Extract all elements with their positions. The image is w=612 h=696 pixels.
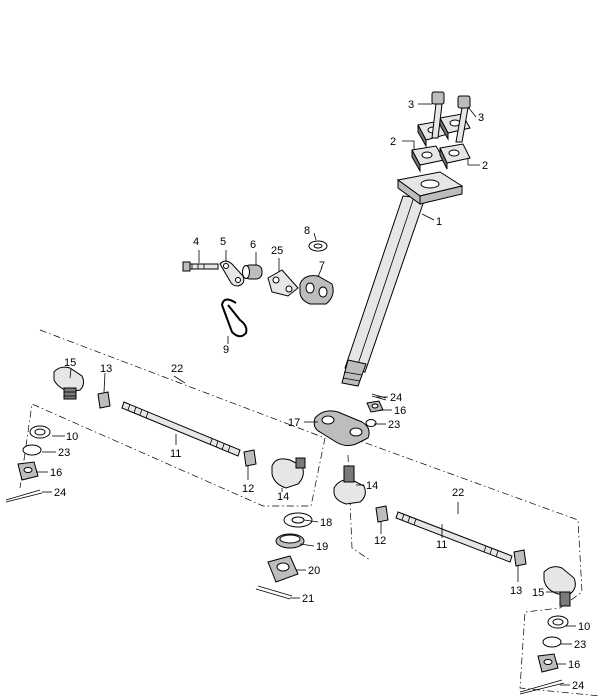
callout-14: 14 (277, 491, 289, 503)
callout-6: 6 (250, 239, 256, 251)
callout-20: 20 (308, 565, 320, 577)
callout-23: 23 (58, 447, 70, 459)
clamp-block-parts (411, 113, 471, 173)
callout-22: 22 (452, 487, 464, 499)
callout-3: 3 (478, 112, 484, 124)
callout-25: 25 (271, 245, 283, 257)
callout-24: 24 (390, 392, 402, 404)
callout-19: 19 (316, 541, 328, 553)
callout-14: 14 (366, 480, 378, 492)
callout-3: 3 (408, 99, 414, 111)
callout-17: 17 (288, 417, 300, 429)
assembly-group-outlines (19, 329, 601, 696)
callout-8: 8 (304, 225, 310, 237)
callout-15: 15 (532, 587, 544, 599)
callout-13: 13 (100, 363, 112, 375)
callout-21: 21 (302, 593, 314, 605)
callout-16: 16 (568, 659, 580, 671)
center-lower-parts (255, 512, 313, 600)
callout-11: 11 (170, 448, 181, 460)
callout-13: 13 (510, 585, 522, 597)
callout-5: 5 (220, 236, 226, 248)
steering-shaft-part (341, 171, 464, 387)
callout-10: 10 (578, 621, 590, 633)
callout-1: 1 (436, 216, 442, 228)
callout-11: 11 (436, 539, 447, 551)
callout-10: 10 (66, 431, 78, 443)
callout-labels: 1 2 2 3 3 4 5 6 25 8 7 9 22 15 13 10 23 … (50, 99, 590, 692)
callout-12: 12 (374, 535, 386, 547)
callout-18: 18 (320, 517, 332, 529)
callout-23: 23 (388, 419, 400, 431)
callout-leader-lines (36, 103, 576, 686)
clamp-bolt-parts (431, 91, 471, 143)
callout-24: 24 (572, 680, 584, 692)
callout-9: 9 (223, 344, 229, 356)
callout-4: 4 (193, 236, 199, 248)
callout-16: 16 (50, 467, 62, 479)
callout-12: 12 (242, 483, 254, 495)
left-tie-rod-parts (5, 366, 306, 503)
linkage-parts (182, 240, 334, 338)
callout-2: 2 (390, 136, 396, 148)
right-tie-rod-parts (333, 465, 576, 695)
callout-2: 2 (482, 160, 488, 172)
callout-24: 24 (54, 487, 66, 499)
pitman-arm-part (313, 393, 387, 447)
callout-7: 7 (319, 260, 325, 272)
callout-15: 15 (64, 357, 76, 369)
callout-23: 23 (574, 639, 586, 651)
callout-22: 22 (171, 363, 183, 375)
callout-16: 16 (394, 405, 406, 417)
